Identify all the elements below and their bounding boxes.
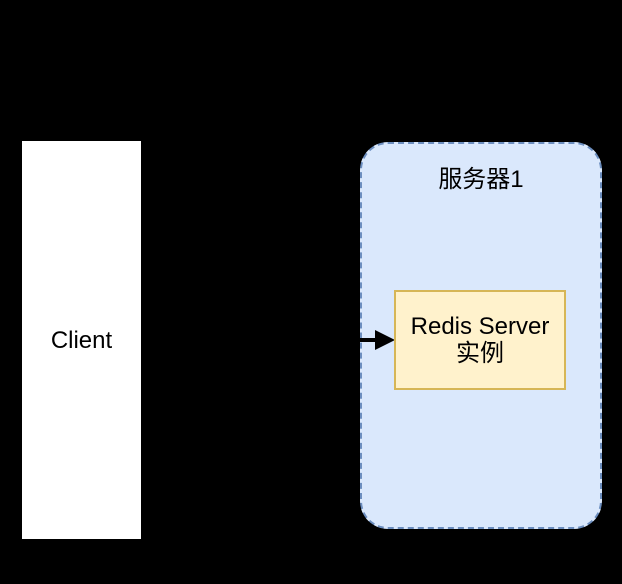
server-group-label: 服务器1 xyxy=(438,166,524,193)
redis-server-label-line2: 实例 xyxy=(456,340,504,367)
client-node: Client xyxy=(22,141,141,539)
redis-server-node: Redis Server 实例 xyxy=(394,290,566,390)
client-to-redis-arrowhead-icon xyxy=(375,330,395,350)
client-to-redis-arrow-line xyxy=(141,338,377,342)
redis-server-label-line1: Redis Server xyxy=(410,313,550,340)
client-label: Client xyxy=(50,326,113,354)
